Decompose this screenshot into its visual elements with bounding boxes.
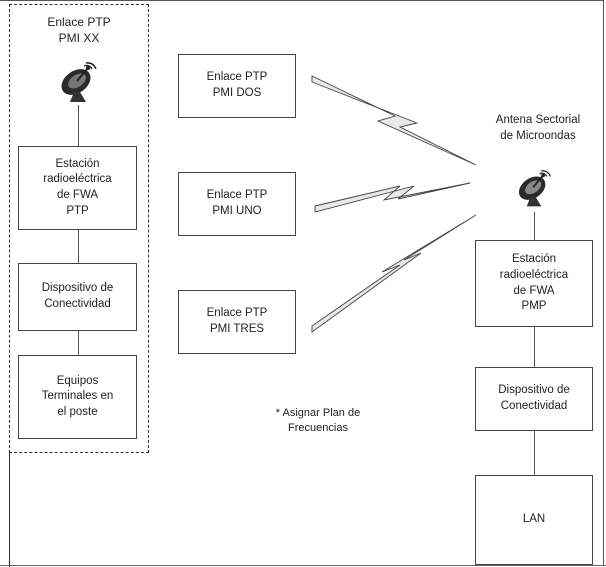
frame-left-edge xyxy=(9,452,10,567)
group-title: Enlace PTP PMI XX xyxy=(47,15,111,46)
radio-link-uno xyxy=(314,182,471,213)
connector-line xyxy=(78,105,79,146)
right-connectivity-device-box: Dispositivo de Conectividad xyxy=(475,367,593,431)
connector-line xyxy=(78,331,79,355)
sectoral-antenna-label: Antena Sectorial de Microondas xyxy=(495,114,581,142)
terminal-equipment-box: Equipos Terminales en el poste xyxy=(18,355,137,439)
pmp-station-box: Estación radioeléctrica de FWA PMP xyxy=(475,240,593,327)
frame-bottom-edge xyxy=(0,565,606,566)
left-connectivity-device-box: Dispositivo de Conectividad xyxy=(18,263,137,331)
link-pmi-dos-box: Enlace PTP PMI DOS xyxy=(178,54,296,118)
radio-link-dos xyxy=(311,75,477,166)
lan-box: LAN xyxy=(475,475,593,565)
ptp-link-group xyxy=(9,4,149,453)
link-pmi-tres-box: Enlace PTP PMI TRES xyxy=(178,290,296,354)
link-pmi-uno-box: Enlace PTP PMI UNO xyxy=(178,172,296,236)
satellite-dish-icon xyxy=(61,62,97,102)
connector-line xyxy=(534,212,535,240)
radio-link-tres xyxy=(311,214,477,333)
ptp-station-box: Estación radioeléctrica de FWA PTP xyxy=(18,146,137,230)
connector-line xyxy=(534,327,535,367)
connector-line xyxy=(534,431,535,475)
connector-line xyxy=(78,230,79,263)
frequency-plan-note: * Asignar Plan de Frecuencias xyxy=(275,407,361,434)
satellite-dish-icon xyxy=(518,170,551,207)
